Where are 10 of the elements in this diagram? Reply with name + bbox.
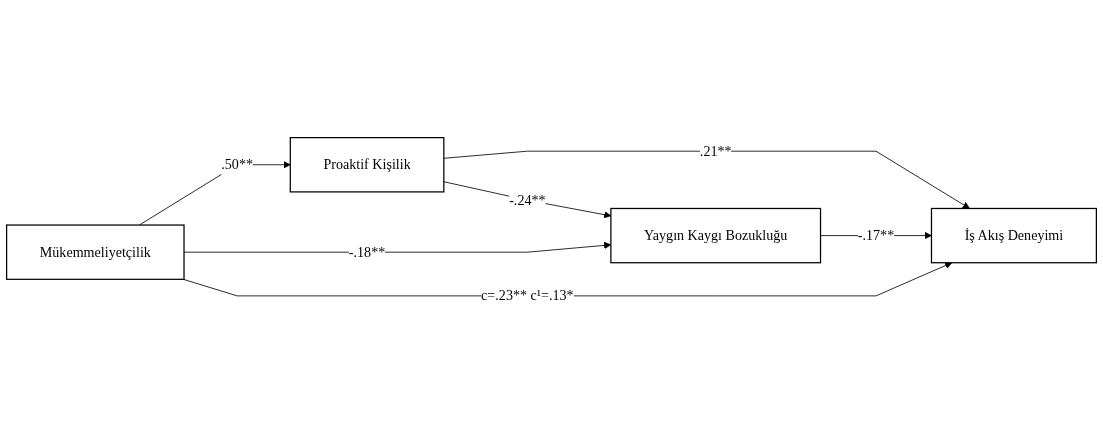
edge-label: -.24** — [509, 192, 546, 209]
node-box: Mükemmeliyetçilik — [6, 224, 185, 281]
edge-label: -.17** — [857, 227, 895, 244]
edge-label: -.18** — [348, 244, 386, 261]
node-box: Proaktif Kişilik — [289, 137, 445, 193]
edge-label: .50** — [221, 157, 253, 173]
node-box: Yaygın Kaygı Bozukluğu — [610, 208, 822, 264]
edge-label: c=.23** c¹=.13* — [481, 288, 574, 304]
edge-label: .21** — [699, 143, 732, 160]
node-box: İş Akış Deneyimi — [930, 208, 1097, 264]
